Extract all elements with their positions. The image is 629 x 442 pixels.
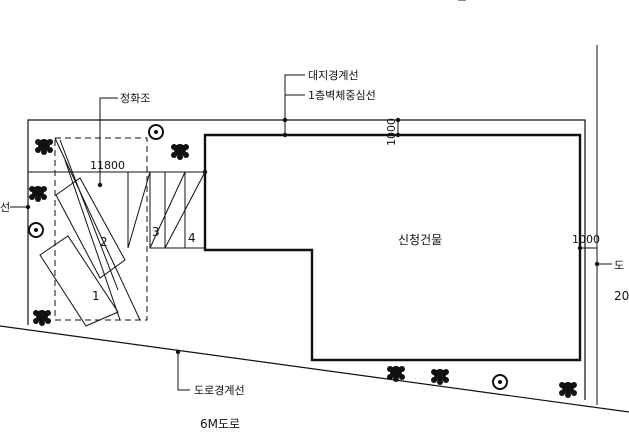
tree-icon — [35, 139, 53, 155]
left-cut-label: 선 — [0, 201, 10, 214]
building-label: 신청건물 — [398, 233, 442, 247]
septic-tank-outline — [54, 137, 148, 321]
shrub-icon — [28, 222, 44, 238]
tree-icon — [29, 186, 47, 202]
left-leader-dot — [25, 204, 31, 210]
top-setback-dot-2 — [395, 132, 401, 138]
tree-icon — [171, 144, 189, 160]
parking-spaces — [39, 137, 206, 327]
top-setback-label: 1000 — [385, 118, 398, 146]
site-boundary-leader-dot — [282, 117, 288, 123]
tree-icon — [387, 366, 405, 382]
road-boundary-line — [0, 325, 629, 413]
tree-icon — [431, 369, 449, 385]
site-boundary-leader — [284, 74, 305, 135]
parking-number-4: 4 — [188, 231, 196, 245]
site-boundary-label: 대지경계선 — [308, 69, 359, 82]
parking-number-2: 2 — [100, 235, 108, 249]
septic-tank-leader — [99, 97, 118, 185]
road-label: 6M도로 — [200, 417, 240, 431]
septic-tank-leader-dot — [97, 182, 103, 188]
wall-center-label: 1층벽체중심선 — [308, 89, 376, 102]
right-cut-number: 20 — [614, 289, 629, 303]
right-cut-label: 도 — [614, 259, 624, 272]
shrub-icon — [492, 374, 508, 390]
right-leader-dot — [594, 261, 600, 267]
building-outline — [203, 133, 582, 362]
right-setback-dot — [577, 245, 583, 251]
road-boundary-label: 도로경계선 — [194, 384, 245, 397]
right-setback-label: 1000 — [572, 233, 600, 246]
road-boundary-leader-dot — [175, 349, 181, 355]
tree-icon — [559, 382, 577, 398]
parking-number-1: 1 — [92, 289, 100, 303]
parking-number-3: 3 — [152, 225, 160, 239]
wall-center-leader-dot — [282, 132, 288, 138]
road-boundary-leader — [177, 352, 190, 391]
shrub-icon — [148, 124, 164, 140]
width-dim-label: 11800 — [90, 159, 125, 172]
site-boundary-line — [27, 119, 586, 400]
tree-icon — [33, 310, 51, 326]
top-setback-dot — [395, 117, 401, 123]
septic-tank-label: 정화조 — [120, 92, 150, 105]
